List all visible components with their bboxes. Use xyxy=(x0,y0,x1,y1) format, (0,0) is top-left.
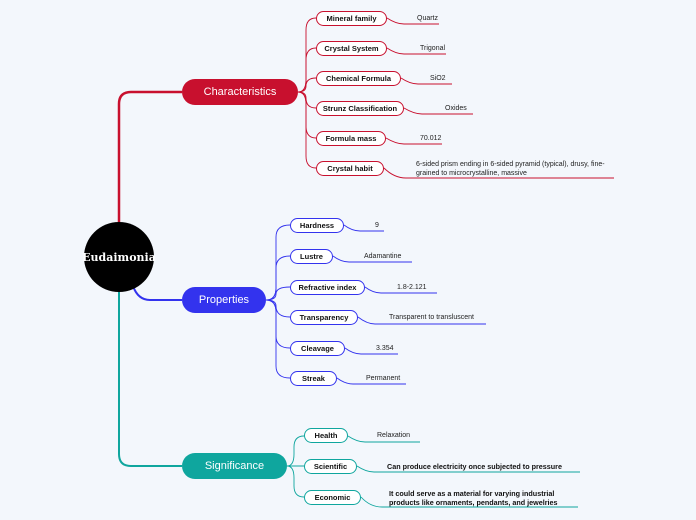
node-transparency[interactable]: Transparency xyxy=(290,310,358,325)
value-formula-mass: 70.012 xyxy=(420,135,442,142)
value-lustre: Adamantine xyxy=(364,253,402,260)
value-scientific: Can produce electricity once subjected t… xyxy=(387,462,562,471)
branch-characteristics[interactable]: Characteristics xyxy=(182,79,298,105)
value-hardness: 9 xyxy=(375,222,379,229)
value-crystal-system: Trigonal xyxy=(420,45,446,52)
value-refractive-index: 1.8-2.121 xyxy=(397,284,427,291)
node-formula-mass[interactable]: Formula mass xyxy=(316,131,386,146)
value-crystal-habit: 6-sided prism ending in 6-sided pyramid … xyxy=(416,161,605,177)
node-lustre[interactable]: Lustre xyxy=(290,249,333,264)
value-mineral-family: Quartz xyxy=(417,15,439,22)
node-cleavage[interactable]: Cleavage xyxy=(290,341,345,356)
node-chemical-formula[interactable]: Chemical Formula xyxy=(316,71,401,86)
value-cleavage: 3.354 xyxy=(376,345,394,352)
value-transparency: Transparent to transluscent xyxy=(389,314,474,321)
node-hardness[interactable]: Hardness xyxy=(290,218,344,233)
node-strunz-classification[interactable]: Strunz Classification xyxy=(316,101,404,116)
root-node[interactable]: Eudaimonia xyxy=(82,222,156,292)
value-health: Relaxation xyxy=(377,432,411,439)
node-mineral-family[interactable]: Mineral family xyxy=(316,11,387,26)
branch-properties[interactable]: Properties xyxy=(182,287,266,313)
value-chemical-formula: SiO2 xyxy=(430,75,446,82)
branch-significance[interactable]: Significance xyxy=(182,453,287,479)
value-streak: Permanent xyxy=(366,375,401,382)
node-streak[interactable]: Streak xyxy=(290,371,337,386)
node-economic[interactable]: Economic xyxy=(304,490,361,505)
node-crystal-habit[interactable]: Crystal habit xyxy=(316,161,384,176)
value-strunz-classification: Oxides xyxy=(445,105,467,112)
node-refractive-index[interactable]: Refractive index xyxy=(290,280,365,295)
node-crystal-system[interactable]: Crystal System xyxy=(316,41,387,56)
node-health[interactable]: Health xyxy=(304,428,348,443)
value-economic: It could serve as a material for varying… xyxy=(389,489,558,507)
node-scientific[interactable]: Scientific xyxy=(304,459,357,474)
